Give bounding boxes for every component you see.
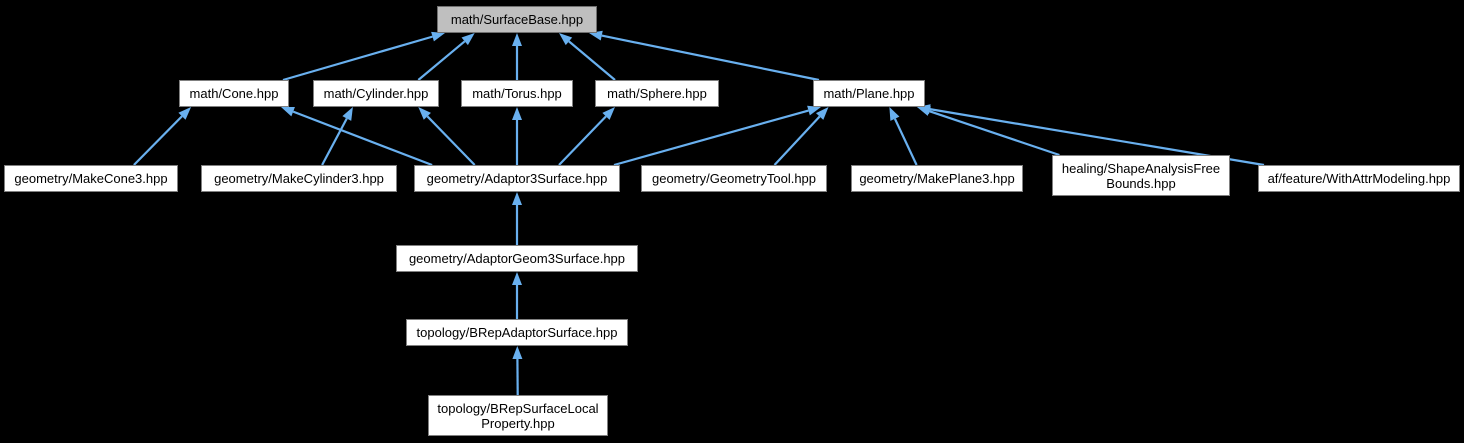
graph-node-withattrmodeling[interactable]: af/feature/WithAttrModeling.hpp <box>1258 165 1460 192</box>
graph-edge-adaptor3surface-to-cylinder <box>426 115 476 166</box>
graph-arrowhead-makeplane3-to-plane <box>889 107 900 121</box>
graph-edge-geometrytool-to-plane <box>773 115 821 166</box>
graph-arrowhead-adaptorgeom3surface-to-adaptor3surface <box>512 192 522 205</box>
graph-arrowhead-sphere-to-surfacebase <box>559 33 573 46</box>
graph-edge-makecone3-to-cone <box>133 115 183 166</box>
graph-edge-adaptor3surface-to-plane <box>613 109 809 167</box>
graph-node-brepadaptorsurface[interactable]: topology/BRepAdaptorSurface.hpp <box>406 319 628 346</box>
graph-edge-sphere-to-surfacebase <box>568 40 616 81</box>
graph-node-adaptorgeom3surface[interactable]: geometry/AdaptorGeom3Surface.hpp <box>396 245 638 272</box>
graph-node-label: math/Torus.hpp <box>472 86 562 101</box>
graph-node-geometrytool[interactable]: geometry/GeometryTool.hpp <box>641 165 827 192</box>
graph-edge-cone-to-surfacebase <box>282 35 433 82</box>
graph-node-label: geometry/AdaptorGeom3Surface.hpp <box>408 251 626 266</box>
graph-node-label: af/feature/WithAttrModeling.hpp <box>1267 171 1451 186</box>
graph-arrowhead-adaptor3surface-to-torus <box>512 107 522 120</box>
graph-edge-adaptor3surface-to-sphere <box>558 115 607 166</box>
graph-arrowhead-brepadaptorsurface-to-adaptorgeom3surface <box>512 272 522 285</box>
graph-arrowhead-makecylinder3-to-cylinder <box>342 107 353 121</box>
graph-node-brepsurfacelocalproperty[interactable]: topology/BRepSurfaceLocal Property.hpp <box>428 395 608 436</box>
graph-node-torus[interactable]: math/Torus.hpp <box>461 80 573 107</box>
graph-node-label: geometry/GeometryTool.hpp <box>651 171 817 186</box>
graph-edge-makecylinder3-to-cylinder <box>321 117 348 166</box>
graph-node-label: geometry/Adaptor3Surface.hpp <box>426 171 608 186</box>
graph-arrowhead-torus-to-surfacebase <box>512 33 522 46</box>
graph-arrowhead-makecone3-to-cone <box>178 107 192 120</box>
graph-node-label: math/Cone.hpp <box>189 86 279 101</box>
graph-arrowhead-shapeanalysisfreebounds-to-plane <box>917 106 931 116</box>
graph-node-label: topology/BRepSurfaceLocal Property.hpp <box>437 400 599 431</box>
graph-node-label: geometry/MakeCylinder3.hpp <box>214 171 384 186</box>
graph-node-label: topology/BRepAdaptorSurface.hpp <box>416 325 618 340</box>
graph-node-label: math/Plane.hpp <box>823 86 915 101</box>
graph-arrowhead-cone-to-surfacebase <box>431 31 445 42</box>
graph-node-surfacebase[interactable]: math/SurfaceBase.hpp <box>437 6 597 33</box>
graph-node-cone[interactable]: math/Cone.hpp <box>179 80 289 107</box>
graph-arrowhead-brepsurfacelocalproperty-to-brepadaptorsurface <box>512 346 523 360</box>
graph-edge-cylinder-to-surfacebase <box>417 40 466 81</box>
graph-node-adaptor3surface[interactable]: geometry/Adaptor3Surface.hpp <box>414 165 620 192</box>
graph-node-makecylinder3[interactable]: geometry/MakeCylinder3.hpp <box>201 165 397 192</box>
graph-arrowhead-adaptor3surface-to-plane <box>807 105 821 116</box>
graph-node-sphere[interactable]: math/Sphere.hpp <box>595 80 719 107</box>
graph-node-label: math/SurfaceBase.hpp <box>450 12 584 27</box>
graph-arrowhead-geometrytool-to-plane <box>815 107 829 120</box>
graph-node-label: geometry/MakePlane3.hpp <box>859 171 1015 186</box>
graph-node-label: healing/ShapeAnalysisFree Bounds.hpp <box>1061 160 1221 191</box>
graph-node-plane[interactable]: math/Plane.hpp <box>813 80 925 107</box>
graph-node-label: math/Sphere.hpp <box>607 86 707 101</box>
graph-node-makecone3[interactable]: geometry/MakeCone3.hpp <box>4 165 178 192</box>
graph-node-shapeanalysisfreebounds[interactable]: healing/ShapeAnalysisFree Bounds.hpp <box>1052 155 1230 196</box>
graph-edge-plane-to-surfacebase <box>601 34 820 82</box>
graph-node-label: geometry/MakeCone3.hpp <box>14 171 168 186</box>
graph-node-label: math/Cylinder.hpp <box>323 86 429 101</box>
graph-edge-makeplane3-to-plane <box>893 118 918 166</box>
graph-node-cylinder[interactable]: math/Cylinder.hpp <box>313 80 439 107</box>
graph-arrowhead-adaptor3surface-to-sphere <box>602 107 615 120</box>
graph-edge-adaptor3surface-to-cone <box>292 110 433 167</box>
graph-arrowhead-adaptor3surface-to-cone <box>281 106 295 117</box>
graph-edge-shapeanalysisfreebounds-to-plane <box>928 110 1060 157</box>
graph-arrowhead-adaptor3surface-to-cylinder <box>418 107 431 120</box>
graph-arrowhead-cylinder-to-surfacebase <box>461 33 475 46</box>
graph-node-makeplane3[interactable]: geometry/MakePlane3.hpp <box>851 165 1023 192</box>
